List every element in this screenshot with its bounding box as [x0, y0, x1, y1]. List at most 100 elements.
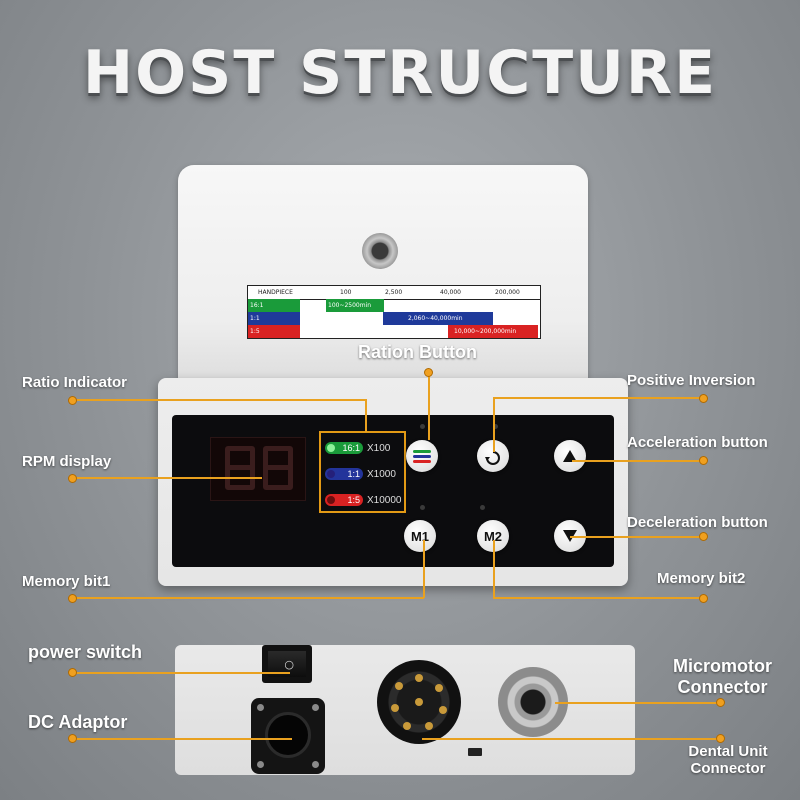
ratio-indicator-item: 16:1 X100: [325, 441, 390, 455]
positive-inversion-label: Positive Inversion: [627, 372, 756, 389]
leader-line: [72, 597, 424, 599]
ratio-stripes-icon: [413, 450, 431, 463]
positive-inversion-button[interactable]: [477, 440, 509, 472]
ration-button-label: Ration Button: [358, 342, 477, 362]
screw-icon: [312, 704, 319, 711]
ratio-multiplier: X1000: [367, 468, 396, 480]
dc-adaptor-port[interactable]: [251, 698, 325, 774]
memory-bit2-button[interactable]: M2: [477, 520, 509, 552]
leader-line: [365, 399, 367, 432]
acceleration-button-label: Acceleration button: [627, 434, 768, 451]
label-card-row: 16:1 100~2500min: [248, 299, 540, 312]
led-icon: [327, 496, 335, 504]
leader-line: [570, 536, 703, 538]
leader-line: [493, 397, 495, 452]
ratio-pill: 1:5: [325, 494, 363, 506]
label-card-range: 10,000~200,000min: [448, 325, 538, 338]
callout-marker: [699, 456, 708, 465]
ratio-multiplier: X100: [367, 442, 391, 454]
status-led: [493, 424, 498, 429]
leader-line: [572, 460, 703, 462]
label-card-ratio: 16:1: [248, 299, 300, 312]
connector-pin: [415, 674, 423, 682]
ration-button[interactable]: [406, 440, 438, 472]
leader-line: [72, 738, 292, 740]
callout-marker: [699, 394, 708, 403]
connector-pin: [439, 706, 447, 714]
connector-pin: [425, 722, 433, 730]
led-icon: [327, 470, 335, 478]
label-card-range: 100~2500min: [326, 299, 384, 312]
leader-line: [72, 672, 290, 674]
ratio-label: 16:1: [342, 443, 360, 453]
dental-unit-label-line2: Connector: [690, 760, 766, 778]
power-switch-label: power switch: [28, 642, 143, 662]
micromotor-label-line2: Connector: [677, 676, 768, 697]
leader-line: [423, 540, 425, 598]
connector-pin: [415, 698, 423, 706]
callout-marker: [68, 474, 77, 483]
power-switch[interactable]: ○: [262, 645, 312, 683]
ratio-label: 1:5: [347, 495, 360, 505]
callout-marker: [68, 668, 77, 677]
dc-socket-icon: [265, 712, 311, 758]
rotate-arrow-icon: [485, 451, 500, 465]
memory-bit1-label: Memory bit1: [22, 573, 111, 590]
callout-marker: [68, 396, 77, 405]
memory-bit2-label: Memory bit2: [657, 570, 746, 587]
rpm-display: [210, 437, 306, 501]
label-card-range: 2,060~40,000min: [383, 312, 493, 325]
leader-line: [555, 702, 720, 704]
label-card-handpiece: HANDPIECE: [258, 289, 293, 296]
callout-marker: [424, 368, 433, 377]
callout-marker: [716, 698, 725, 707]
leader-line: [422, 738, 720, 740]
ratio-label: 1:1: [347, 469, 360, 479]
label-card-2500: 2,500: [385, 289, 403, 296]
dental-unit-connector[interactable]: [377, 660, 461, 744]
mount-screw-icon: [362, 233, 398, 269]
dental-unit-label-line1: Dental Unit: [688, 743, 768, 760]
status-led: [420, 505, 425, 510]
device-top-housing: [178, 165, 588, 387]
dental-unit-connector-label: Dental Unit Connector: [678, 743, 778, 778]
ratio-indicator-item: 1:5 X10000: [325, 493, 401, 507]
dc-adaptor-label: DC Adaptor: [28, 712, 128, 732]
label-card-row: 1:1 2,060~40,000min: [248, 312, 540, 325]
connector-pin: [403, 722, 411, 730]
status-led: [420, 424, 425, 429]
micromotor-connector-label: Micromotor Connector: [670, 656, 775, 697]
ratio-pill: 16:1: [325, 442, 363, 454]
leader-line: [493, 397, 703, 399]
label-card-header: HANDPIECE 100 2,500 40,000 200,000: [248, 286, 540, 300]
ratio-pill: 1:1: [325, 468, 363, 480]
callout-marker: [716, 734, 725, 743]
leader-line: [428, 372, 430, 440]
seg-digit: [263, 446, 293, 490]
callout-marker: [68, 594, 77, 603]
label-card-row: 1:5 10,000~200,000min: [248, 325, 540, 338]
triangle-up-icon: [563, 450, 577, 462]
screw-icon: [257, 704, 264, 711]
status-led: [480, 505, 485, 510]
leader-line: [72, 399, 366, 401]
callout-marker: [68, 734, 77, 743]
label-card-100: 100: [340, 289, 352, 296]
label-card-ratio: 1:5: [248, 325, 300, 338]
ratio-indicator-label: Ratio Indicator: [22, 374, 128, 391]
connector-pin: [435, 684, 443, 692]
acceleration-button[interactable]: [554, 440, 586, 472]
screw-icon: [312, 761, 319, 768]
screw-icon: [257, 761, 264, 768]
callout-marker: [699, 532, 708, 541]
leader-line: [493, 597, 703, 599]
memory-bit1-button[interactable]: M1: [404, 520, 436, 552]
ratio-indicator-item: 1:1 X1000: [325, 467, 396, 481]
led-icon: [327, 444, 335, 452]
connector-pin: [395, 682, 403, 690]
seg-digit: [225, 446, 255, 490]
rpm-display-label: RPM display: [22, 453, 112, 470]
callout-marker: [699, 594, 708, 603]
vent-icon: [468, 748, 482, 756]
micromotor-label-line1: Micromotor: [673, 656, 772, 676]
